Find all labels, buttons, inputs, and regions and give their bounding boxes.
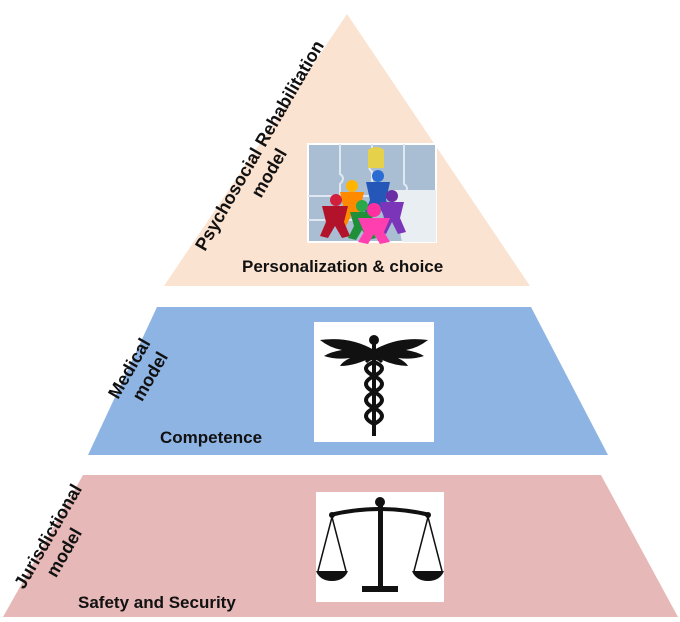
puzzle-figures-picture [307, 143, 437, 244]
caduceus-icon [314, 322, 434, 442]
top-tier-caption: Personalization & choice [242, 257, 443, 276]
scales-of-justice-icon [316, 492, 444, 602]
bottom-tier-caption: Safety and Security [78, 593, 236, 612]
middle-tier-caption: Competence [160, 428, 262, 447]
